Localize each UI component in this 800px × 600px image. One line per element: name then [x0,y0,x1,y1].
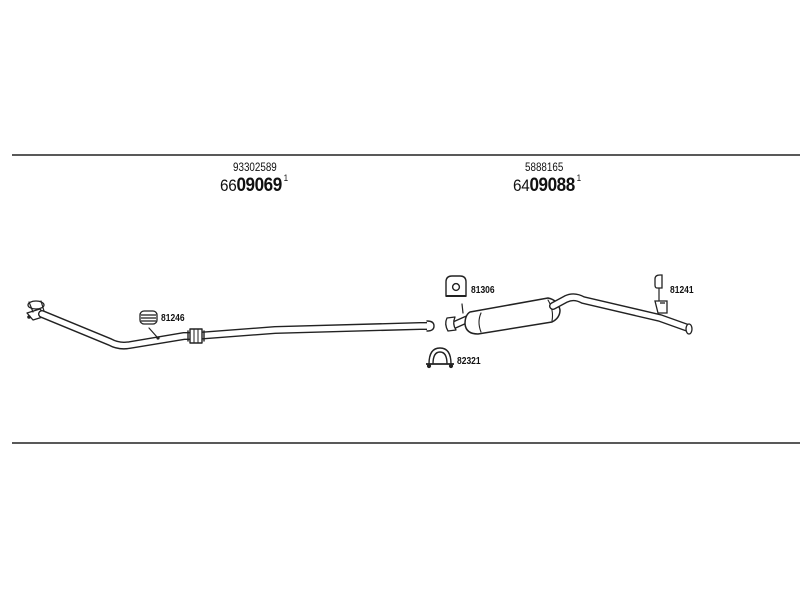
rear-muffler-assembly [445,293,693,335]
part-number-81241: 81241 [670,285,694,296]
rubber-hanger-icon [139,310,158,325]
exhaust-hanger-icon [654,274,668,314]
pipe-clamp-icon [426,347,454,369]
section-1-code-main: 09069 [236,175,282,196]
section-2-code-mark: 1 [576,173,582,183]
pipe-connector-icon [187,328,205,344]
section-2-reference: 5888165 [525,160,564,174]
rubber-mount-icon [445,275,467,297]
part-number-82321: 82321 [457,356,481,367]
section-1-code-mark: 1 [283,173,289,183]
part-number-81246: 81246 [161,313,185,324]
section-1-code-prefix: 66 [220,176,237,195]
front-pipe-assembly [26,300,435,350]
section-1-reference: 93302589 [233,160,277,174]
part-number-81306: 81306 [471,285,495,296]
inlet-flange-icon [445,316,457,332]
section-2-code-main: 09088 [529,175,575,196]
muffler-body [464,297,561,335]
section-2-code-prefix: 64 [513,176,530,195]
